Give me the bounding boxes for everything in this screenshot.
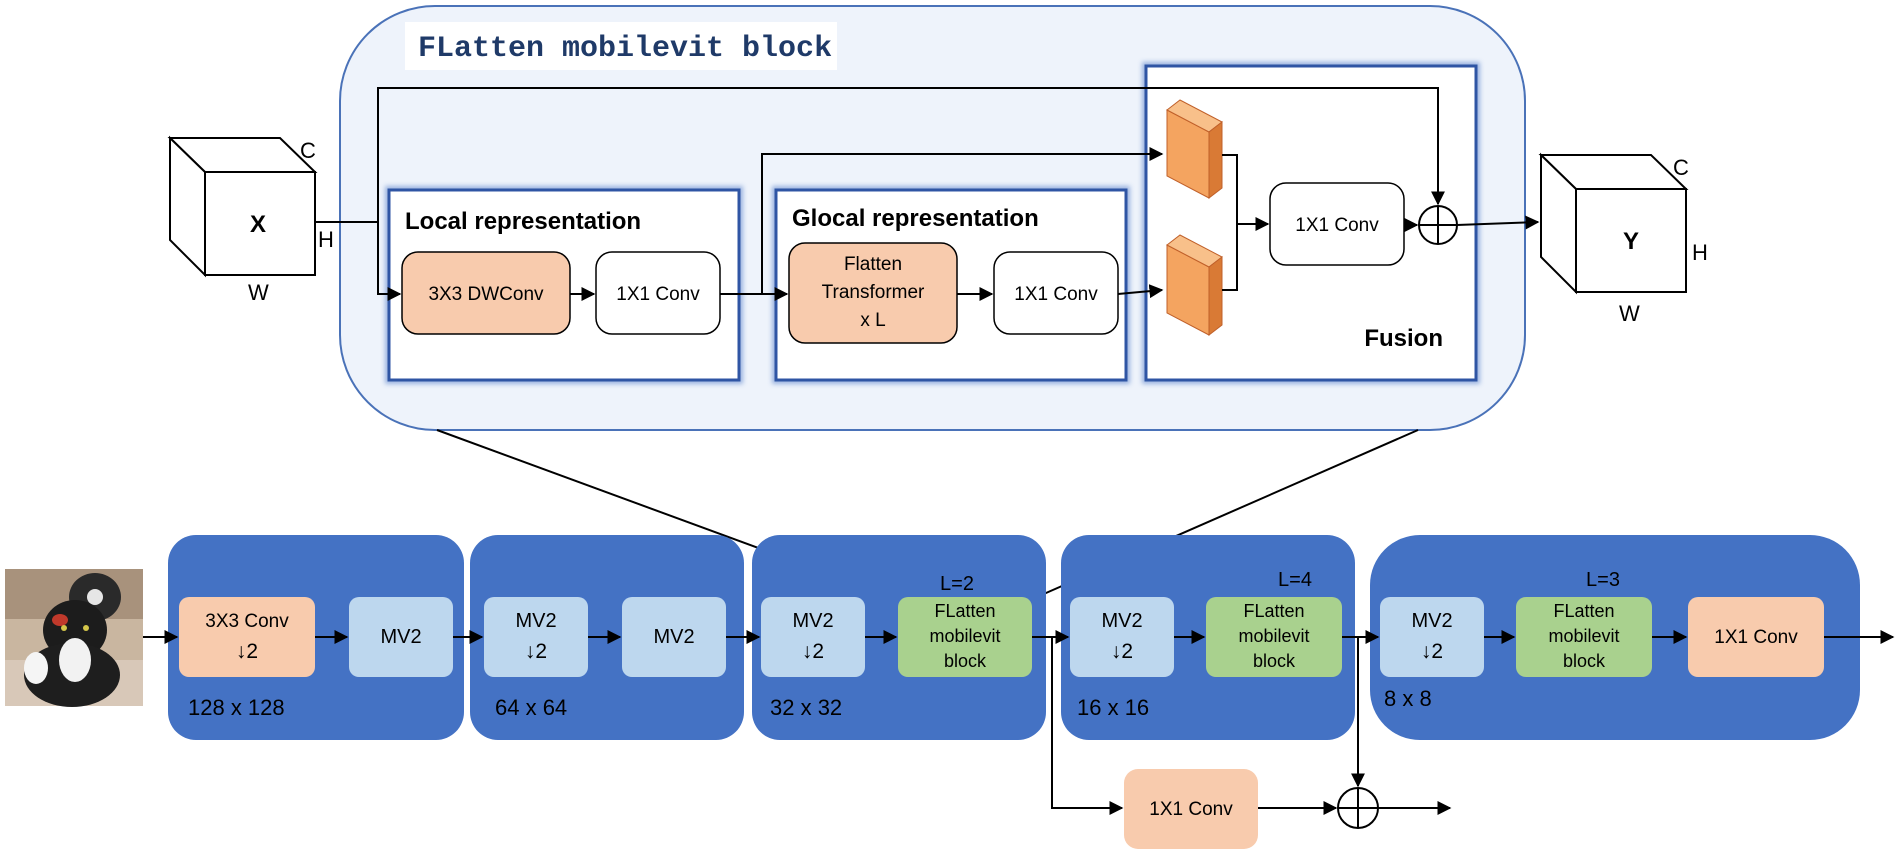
input-dim-w: W xyxy=(248,280,269,305)
stage-4-block-line-2: mobilevit xyxy=(1238,626,1309,646)
stage-5-block-line-3: block xyxy=(1563,651,1606,671)
stage-2-mv2-label: MV2 xyxy=(653,626,694,648)
side-conv-label: 1X1 Conv xyxy=(1149,799,1233,820)
stage-3-mv2-down-line-2: ↓2 xyxy=(802,640,824,663)
transformer-line-2: Transformer xyxy=(822,282,925,303)
stage-1-conv-line-1: 3X3 Conv xyxy=(205,611,289,632)
stage-5-conv-label: 1X1 Conv xyxy=(1714,627,1798,648)
stage-5-mv2-down-box xyxy=(1380,597,1484,677)
input-cube xyxy=(167,135,318,278)
stage-5-block-line-1: FLatten xyxy=(1553,601,1614,621)
global-representation-title: Glocal representation xyxy=(792,205,1039,232)
input-dim-h: H xyxy=(318,227,334,252)
stage-4-block-line-3: block xyxy=(1253,651,1296,671)
stage-4-l-label: L=4 xyxy=(1278,569,1312,591)
stage-4-mv2-down-line-2: ↓2 xyxy=(1111,640,1133,663)
output-dim-w: W xyxy=(1619,301,1640,326)
stage-1-mv2-box xyxy=(349,597,453,677)
stage-3-block-line-2: mobilevit xyxy=(929,626,1000,646)
stage-3-size: 32 x 32 xyxy=(770,695,842,720)
stage-4-mv2-down-line-1: MV2 xyxy=(1101,610,1142,632)
local-conv-label: 1X1 Conv xyxy=(616,284,700,305)
input-label: X xyxy=(250,211,266,238)
stage-5-size: 8 x 8 xyxy=(1384,686,1432,711)
stage-3-block-box xyxy=(898,597,1032,677)
stage-2-mv2-down-box xyxy=(484,597,588,677)
stage-5-conv-box xyxy=(1688,597,1824,677)
stage-2-mv2-down-line-2: ↓2 xyxy=(525,640,547,663)
stage-3-block-line-1: FLatten xyxy=(934,601,995,621)
stage-1-mv2-label: MV2 xyxy=(380,626,421,648)
fusion-conv-label: 1X1 Conv xyxy=(1295,215,1379,236)
input-image-cat xyxy=(5,569,143,707)
stage-5-mv2-down-line-1: MV2 xyxy=(1411,610,1452,632)
output-dim-c: C xyxy=(1673,155,1689,180)
residual-sum-node xyxy=(1418,205,1458,245)
stage-3-mv2-down-box xyxy=(761,597,865,677)
input-dim-c: C xyxy=(300,138,316,163)
dwconv-label: 3X3 DWConv xyxy=(428,284,544,305)
feature-map-top xyxy=(1166,99,1223,200)
stage-5-block-box xyxy=(1516,597,1652,677)
stage-3-mv2-down-line-1: MV2 xyxy=(792,610,833,632)
stage-5-l-label: L=3 xyxy=(1586,569,1620,591)
global-conv-label: 1X1 Conv xyxy=(1014,284,1098,305)
output-dim-h: H xyxy=(1692,240,1708,265)
transformer-line-1: Flatten xyxy=(844,254,902,275)
stage-5-block-line-2: mobilevit xyxy=(1548,626,1619,646)
stage-2-mv2-box xyxy=(622,597,726,677)
stage-1-size: 128 x 128 xyxy=(188,695,285,720)
flatten-block-title: FLatten mobilevit block xyxy=(418,32,832,66)
stage-3-l-label: L=2 xyxy=(940,573,974,595)
stage-1-conv-box xyxy=(179,597,315,677)
side-sum-node xyxy=(1337,787,1379,829)
stage-1-conv-line-2: ↓2 xyxy=(236,640,258,663)
stage-4-block-line-1: FLatten xyxy=(1243,601,1304,621)
side-conv-box xyxy=(1124,769,1258,849)
stage-4-mv2-down-box xyxy=(1070,597,1174,677)
transformer-line-3: x L xyxy=(860,310,885,331)
stage-4-block-box xyxy=(1206,597,1342,677)
stage-3-block-line-3: block xyxy=(944,651,987,671)
flatten-block-title-bg xyxy=(405,22,837,70)
fusion-title: Fusion xyxy=(1364,325,1443,352)
local-representation-title: Local representation xyxy=(405,208,641,235)
pipeline-connections xyxy=(143,630,1895,815)
stage-4-size: 16 x 16 xyxy=(1077,695,1149,720)
flatten-block-connections xyxy=(315,87,1540,301)
stage-2-size: 64 x 64 xyxy=(495,695,567,720)
output-cube xyxy=(1538,152,1689,295)
feature-map-bottom xyxy=(1166,234,1223,337)
stage-2-mv2-down-line-1: MV2 xyxy=(515,610,556,632)
output-label: Y xyxy=(1623,228,1639,255)
stage-5-mv2-down-line-2: ↓2 xyxy=(1421,640,1443,663)
